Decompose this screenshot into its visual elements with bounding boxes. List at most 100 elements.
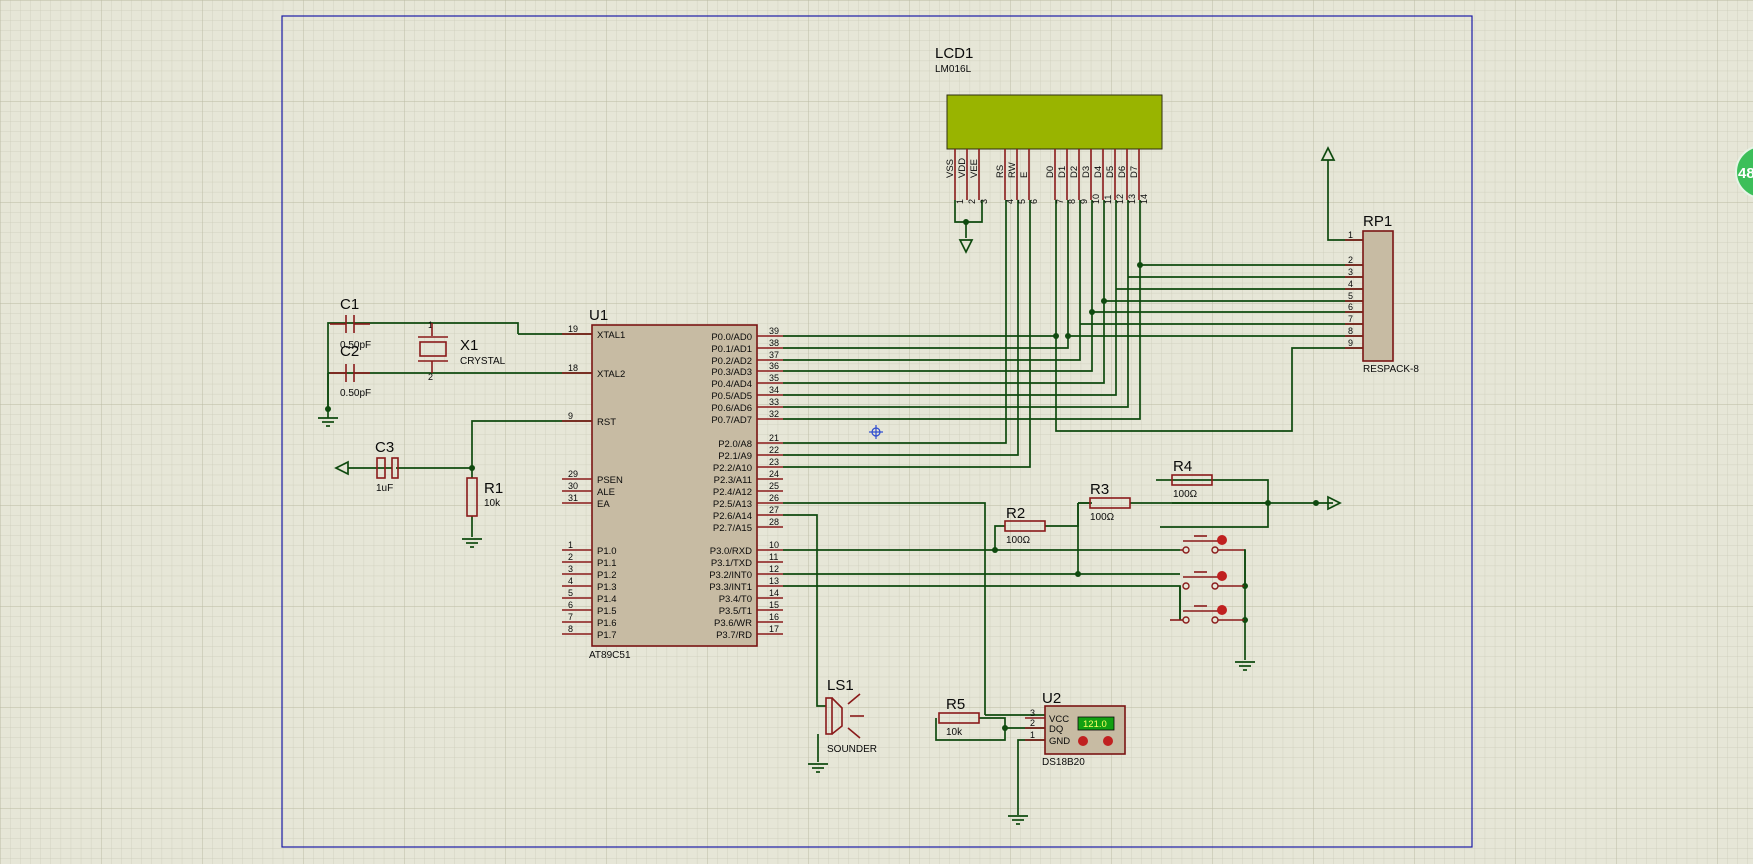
u1-pin-label: P0.7/AD7 [711, 415, 752, 426]
lcd-pin-number: 1 [955, 199, 965, 204]
lcd1-pins: VSS1VDD2VEE3RS4RW5E6D07D18D29D310D411D51… [945, 149, 1149, 204]
u1-pin-label: P0.0/AD0 [711, 332, 752, 343]
u2-increment-button[interactable] [1103, 736, 1113, 746]
u1-pin-number: 8 [568, 624, 573, 634]
u1-pin-label: P0.3/AD3 [711, 367, 752, 378]
u1-pin-label: P1.3 [597, 582, 617, 593]
c3-capacitor[interactable]: C3 1uF [375, 439, 399, 494]
r1-resistor[interactable]: R1 10k [466, 477, 503, 517]
u1-pin-label: ALE [597, 487, 615, 498]
u2-pin-number: 3 [1030, 708, 1035, 718]
u1-pin-number: 17 [769, 624, 779, 634]
rp1-pin-number: 9 [1348, 338, 1353, 348]
lcd-pin-number: 11 [1103, 195, 1113, 204]
u1-pin-label: PSEN [597, 475, 623, 486]
lcd-pin-number: 4 [1005, 199, 1015, 204]
ground-symbol [1008, 815, 1028, 825]
u1-pin-label: P1.7 [597, 630, 617, 641]
lcd-pin-label: D3 [1081, 166, 1092, 178]
u1-pin-number: 33 [769, 397, 779, 407]
u2-pin-number: 2 [1030, 718, 1035, 728]
u1-pin-label: P2.7/A15 [713, 523, 752, 534]
lcd-pin-number: 8 [1067, 199, 1077, 204]
junction-dots [325, 219, 1319, 731]
c2-value: 0.50pF [340, 388, 371, 399]
rp1-pin-number: 3 [1348, 267, 1353, 277]
u1-pin-label: P2.2/A10 [713, 463, 752, 474]
u1-pin-label: P3.3/INT1 [709, 582, 752, 593]
u2-decrement-button[interactable] [1078, 736, 1088, 746]
lcd1-screen [946, 94, 1163, 150]
u2-pin-label: VCC [1049, 714, 1069, 725]
u1-pin-label: P2.5/A13 [713, 499, 752, 510]
r5-ref: R5 [946, 696, 965, 713]
u1-pin-label: P3.2/INT0 [709, 570, 752, 581]
lcd-pin-number: 10 [1091, 194, 1101, 204]
lcd-pin-number: 2 [967, 199, 977, 204]
ground-symbol [462, 538, 482, 548]
u2-pin-number: 1 [1030, 730, 1035, 740]
c2-ref: C2 [340, 343, 359, 360]
x1-pin2: 2 [428, 372, 433, 382]
power-arrow-icon [1327, 495, 1342, 511]
rp1-pin-number: 8 [1348, 326, 1353, 336]
u2-reading: 121.0 [1083, 719, 1107, 730]
push-button[interactable] [1180, 535, 1244, 554]
u1-pin-label: P3.4/T0 [719, 594, 752, 605]
side-badge-text: 48 [1738, 165, 1753, 182]
side-badge[interactable]: 48 [1735, 146, 1753, 198]
u1-pin-number: 23 [769, 457, 779, 467]
x1-crystal[interactable]: X1 CRYSTAL 1 2 [418, 320, 506, 382]
u1-pin-label: P2.3/A11 [714, 475, 752, 486]
u1-pin-number: 9 [568, 411, 573, 421]
push-button[interactable] [1182, 571, 1244, 590]
r2-resistor[interactable]: R2 100Ω [1004, 505, 1046, 546]
lcd-pin-number: 6 [1029, 199, 1039, 204]
lcd-pin-number: 13 [1127, 194, 1137, 204]
c3-ref: C3 [375, 439, 394, 456]
u1-pin-label: P3.1/TXD [711, 558, 752, 569]
lcd1-component[interactable]: LCD1 LM016L VSS1VDD2VEE3RS4RW5E6D07D18D2… [935, 45, 1163, 204]
r5-resistor[interactable]: R5 10k [938, 696, 980, 738]
u1-pin-number: 6 [568, 600, 573, 610]
u1-left-pins: XTAL119XTAL218RST9PSEN29ALE30EA31P1.01P1… [562, 324, 625, 641]
push-button[interactable] [1170, 605, 1244, 624]
u1-microcontroller[interactable]: U1 AT89C51 XTAL119XTAL218RST9PSEN29ALE30… [562, 307, 783, 661]
u1-pin-label: P2.0/A8 [718, 439, 752, 450]
c2-capacitor[interactable]: C2 0.50pF [330, 343, 371, 399]
lcd-pin-label: VEE [969, 159, 980, 178]
ground-symbol [808, 763, 828, 773]
lcd-pin-label: D4 [1093, 166, 1104, 178]
x1-ref: X1 [460, 337, 478, 354]
u1-pin-number: 25 [769, 481, 779, 491]
sheet-border [281, 15, 1473, 848]
u1-pin-number: 39 [769, 326, 779, 336]
u1-pin-label: P0.2/AD2 [711, 356, 752, 367]
u1-pin-number: 28 [769, 517, 779, 527]
rp1-pin-number: 5 [1348, 291, 1353, 301]
c1-capacitor[interactable]: C1 0.50pF [330, 296, 371, 351]
ground-arrow-icon [958, 239, 974, 254]
lcd-pin-label: D2 [1069, 166, 1080, 178]
u1-pin-number: 32 [769, 409, 779, 419]
u1-pin-number: 14 [769, 588, 779, 598]
u1-pin-label: P1.6 [597, 618, 617, 629]
c3-value: 1uF [376, 483, 393, 494]
u1-pin-number: 22 [769, 445, 779, 455]
ls1-sounder[interactable]: LS1 SOUNDER [825, 677, 877, 755]
u1-pin-label: P0.1/AD1 [711, 344, 752, 355]
u2-part: DS18B20 [1042, 757, 1085, 768]
r3-resistor[interactable]: R3 100Ω [1089, 481, 1131, 523]
r1-value: 10k [484, 498, 501, 509]
r2-ref: R2 [1006, 505, 1025, 522]
x1-part: CRYSTAL [460, 356, 506, 367]
ground-symbol [318, 417, 338, 427]
u1-ref: U1 [589, 307, 608, 324]
u1-pin-number: 19 [568, 324, 578, 334]
r4-resistor[interactable]: R4 100Ω [1171, 458, 1213, 500]
u1-pin-number: 30 [568, 481, 578, 491]
